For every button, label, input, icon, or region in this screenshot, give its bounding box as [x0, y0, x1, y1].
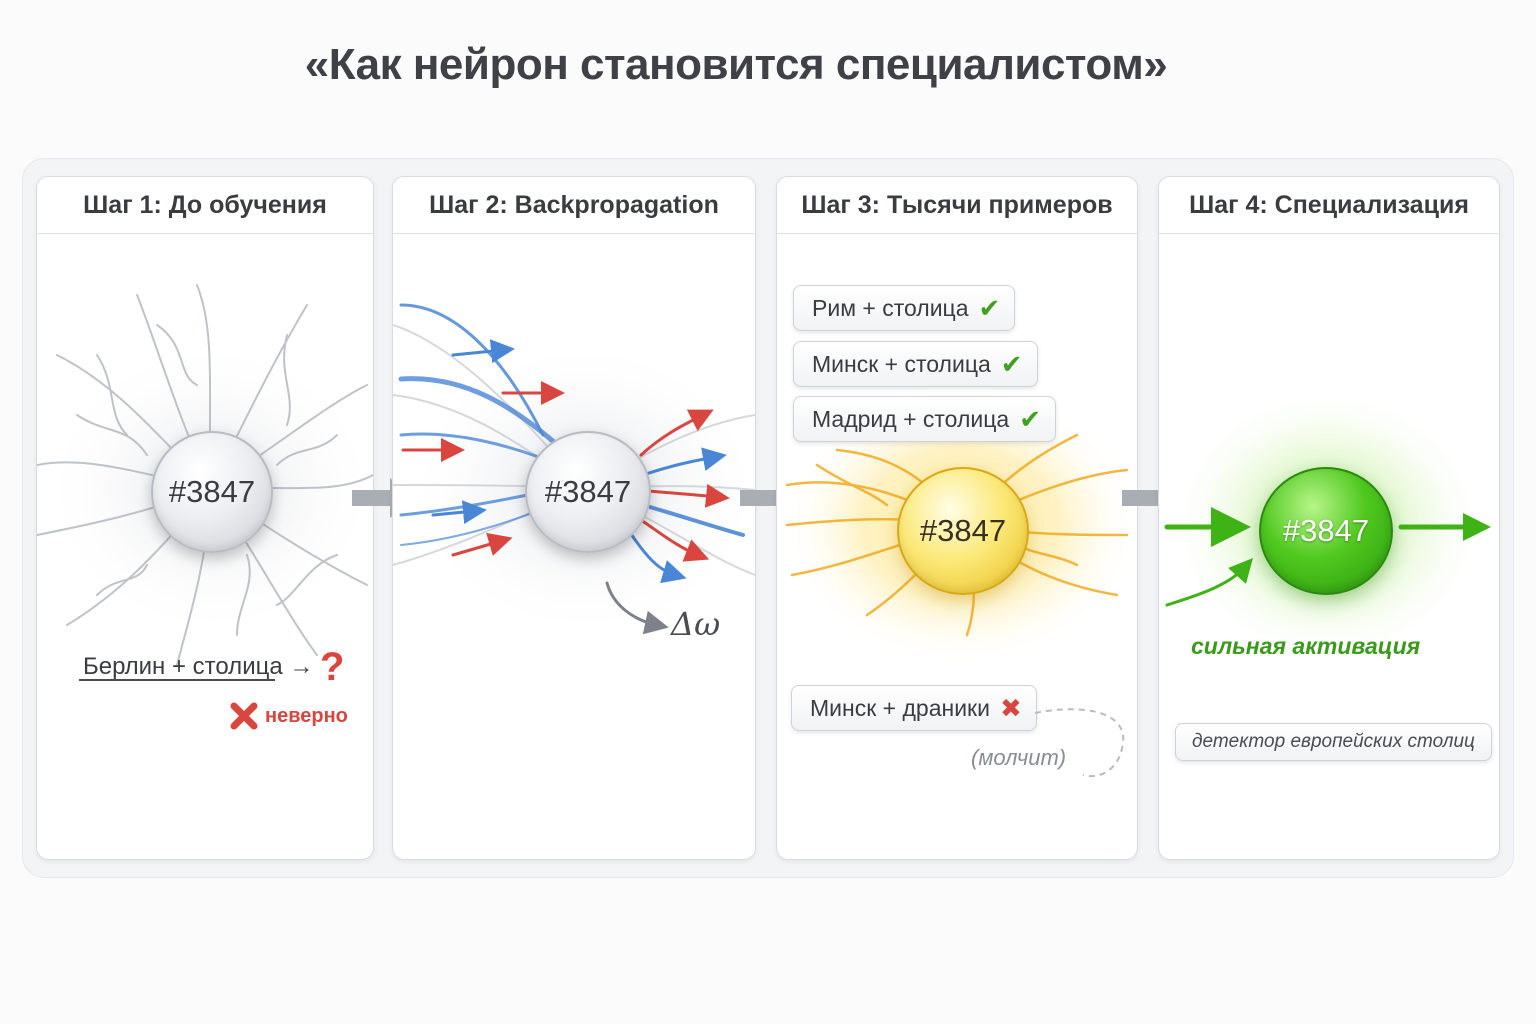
neuron-learning: #3847: [897, 467, 1029, 595]
input-query: Берлин + столица → ?: [83, 645, 344, 690]
neuron-id: #3847: [1282, 513, 1370, 548]
neuron-untrained: #3847: [151, 431, 273, 553]
neuron-id: #3847: [919, 513, 1007, 548]
verdict-wrong: неверно: [229, 701, 348, 731]
step-4-body: #3847 сильная активация детектор европей…: [1159, 235, 1499, 859]
neuron-id: #3847: [544, 474, 632, 509]
example-text: Минск + драники: [810, 694, 990, 721]
weight-delta-label: Δω: [671, 605, 721, 643]
step-2-header: Шаг 2: Backpropagation: [393, 177, 755, 234]
check-icon: ✔: [978, 292, 1001, 323]
silent-label: (молчит): [971, 745, 1067, 770]
output-arrow-icon: [1398, 513, 1491, 541]
role-text: детектор европейских столиц: [1192, 731, 1475, 752]
step-1-header: Шаг 1: До обучения: [37, 177, 373, 234]
dashed-connector: [1034, 708, 1125, 778]
role-label: детектор европейских столиц: [1175, 723, 1492, 761]
diagram-title: «Как нейрон становится специалистом»: [304, 40, 1168, 89]
verdict-text: неверно: [265, 704, 348, 727]
step-2-body: #3847 Δω: [393, 235, 755, 859]
example-text: Рим + столица: [812, 294, 969, 321]
step-3-header: Шаг 3: Тысячи примеров: [777, 177, 1137, 234]
cross-icon: ✖: [999, 692, 1022, 723]
question-mark: ?: [320, 645, 345, 689]
example-text: Мадрид + столица: [812, 405, 1010, 432]
check-icon: ✔: [1019, 403, 1041, 434]
step-2-panel: Шаг 2: Backpropagation: [392, 176, 756, 860]
negative-example-chip: Минск + драники ✖: [791, 685, 1037, 731]
check-icon: ✔: [1000, 348, 1023, 379]
example-chip: Рим + столица ✔: [793, 285, 1016, 331]
activation-label: сильная активация: [1191, 633, 1421, 659]
step-4-header: Шаг 4: Специализация: [1159, 177, 1499, 234]
step-3-body: Рим + столица ✔ Минск + столица ✔ Мадрид…: [777, 235, 1137, 859]
cross-icon: [230, 702, 258, 730]
example-text: Минск + столица: [812, 350, 991, 377]
example-chip: Минск + столица ✔: [793, 341, 1038, 387]
example-chip: Мадрид + столица ✔: [793, 396, 1056, 442]
neuron-specialized: #3847: [1259, 467, 1393, 595]
step-4-panel: Шаг 4: Специализация: [1158, 176, 1500, 860]
step-1-body: #3847 Берлин + столица → ? неверно: [37, 235, 373, 859]
neuron-training: #3847: [525, 431, 651, 553]
neuron-id: #3847: [168, 474, 256, 509]
underline: [79, 679, 275, 681]
step-3-panel: Шаг 3: Тысячи примеров: [776, 176, 1138, 860]
query-text: Берлин + столица →: [83, 652, 314, 680]
step-1-panel: Шаг 1: До обучения: [36, 176, 374, 860]
